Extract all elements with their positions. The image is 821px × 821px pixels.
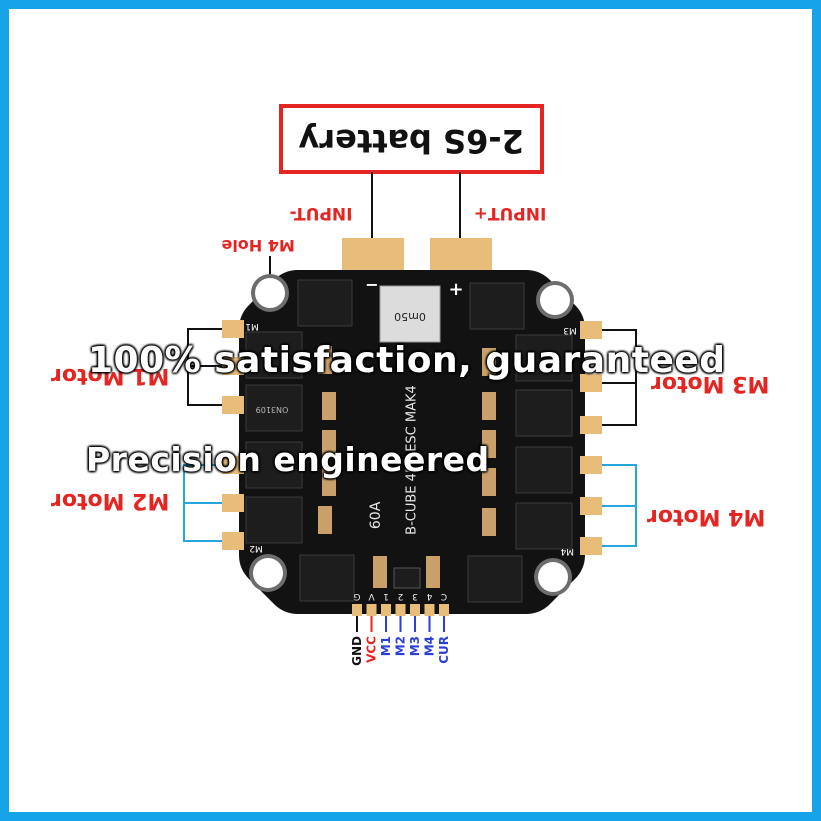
motor-label-left-top: M1 Motor bbox=[51, 363, 169, 388]
signal-label: M3 bbox=[408, 636, 422, 656]
signal-label: GND bbox=[350, 636, 364, 666]
signal-label: CUR bbox=[437, 636, 451, 664]
motor-pads-left bbox=[222, 320, 244, 550]
motor-label-right-bottom: M4 Motor bbox=[647, 504, 765, 529]
input-plus-label: INPUT+ bbox=[474, 203, 547, 223]
signal-label: M1 bbox=[379, 636, 393, 656]
mosfet-array bbox=[245, 279, 573, 603]
overlay-satisfaction-text: 100% satisfaction, guaranteed bbox=[88, 340, 726, 381]
signal-label: VCC bbox=[365, 636, 379, 663]
motor-pads-right bbox=[580, 321, 602, 555]
mosfet-marking: ON3109 bbox=[256, 405, 289, 414]
input-minus-label: INPUT- bbox=[290, 203, 353, 223]
signal-pin-pad bbox=[395, 604, 406, 616]
signal-pin-mark: 1 bbox=[383, 591, 389, 601]
mount-hole bbox=[255, 278, 285, 308]
mount-hole bbox=[540, 285, 570, 315]
motor-label-left-bottom: M2 Motor bbox=[51, 488, 169, 513]
mount-hole bbox=[538, 562, 568, 592]
hole-label: M4 Hole bbox=[221, 236, 294, 255]
svg-text:+: + bbox=[448, 279, 463, 300]
pad-label-m2: M2 bbox=[249, 543, 263, 553]
signal-pin-mark: V bbox=[368, 591, 375, 601]
pad-label-m3: M3 bbox=[563, 325, 577, 335]
shunt-marking: 0m50 bbox=[394, 310, 426, 323]
motor-label-right-top: M3 Motor bbox=[651, 371, 769, 396]
signal-connector: G GND V VCC 1M1 2M2 3M3 4M4 C CUR bbox=[350, 591, 451, 666]
capacitor-array bbox=[318, 346, 496, 589]
battery-label: 2-6S battery bbox=[298, 122, 524, 160]
battery-pad-minus bbox=[342, 238, 404, 270]
battery-label-box bbox=[279, 104, 544, 174]
pad-label-m4: M4 bbox=[560, 546, 574, 556]
signal-pin-mark: 3 bbox=[412, 591, 418, 601]
board-rating-text: 60A bbox=[368, 501, 384, 529]
pad-label-m1: M1 bbox=[245, 321, 259, 331]
signal-pin-pad bbox=[381, 604, 391, 616]
signal-label: M4 bbox=[423, 636, 437, 656]
signal-pin-pad bbox=[410, 604, 420, 616]
signal-label: M2 bbox=[394, 636, 408, 656]
signal-pin-pad bbox=[424, 604, 435, 616]
signal-pin-mark: 2 bbox=[398, 591, 404, 601]
shunt-resistor bbox=[379, 285, 441, 343]
signal-pin-mark: G bbox=[353, 591, 360, 601]
signal-pin-pad bbox=[439, 604, 449, 616]
svg-text:−: − bbox=[365, 275, 378, 294]
overlay-precision-text: Precision engineered bbox=[86, 440, 490, 479]
mount-hole bbox=[253, 558, 283, 588]
signal-pin-mark: C bbox=[441, 591, 447, 601]
m3-bracket bbox=[602, 329, 637, 426]
board-model-text: B-CUBE 45A ESC MAK4 bbox=[405, 385, 420, 535]
signal-pin-mark: 4 bbox=[426, 591, 432, 601]
signal-pin-pad bbox=[366, 604, 377, 616]
battery-pad-plus bbox=[430, 238, 492, 270]
signal-pin-pad bbox=[352, 604, 362, 616]
